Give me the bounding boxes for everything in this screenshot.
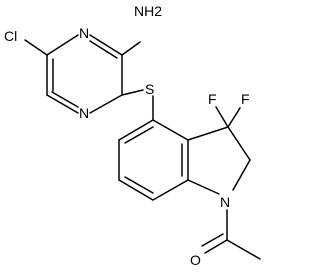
atom-label-n-bottom: N bbox=[79, 105, 89, 121]
bond-n4-c3-double bbox=[89, 40, 118, 59]
bond-n1-c6 bbox=[46, 94, 79, 114]
bond-c5-n4 bbox=[46, 34, 79, 56]
bond-carbonyl-o bbox=[204, 239, 228, 254]
atom-labels: Cl NH2 N N S F F N O bbox=[4, 3, 250, 268]
bond-carbonyl-methyl bbox=[226, 239, 261, 260]
atom-label-f2: F bbox=[241, 91, 250, 107]
bond-c7-c6-double bbox=[124, 176, 154, 194]
atom-label-nh2: NH2 bbox=[134, 3, 162, 19]
bond-c3a-c3 bbox=[187, 126, 229, 141]
atom-label-s: S bbox=[145, 81, 154, 97]
chemical-structure: Cl NH2 N N S F F N O bbox=[4, 3, 261, 268]
bond-c2b-n bbox=[232, 159, 251, 191]
atom-label-o: O bbox=[190, 252, 201, 268]
bond-c2-n1 bbox=[89, 94, 123, 114]
bond-c3-f1 bbox=[215, 106, 229, 128]
bond-c3-c2b bbox=[227, 126, 251, 161]
bond-c2-s bbox=[121, 89, 144, 96]
bond-c5b-c4 bbox=[118, 119, 154, 141]
atom-label-f1: F bbox=[208, 91, 217, 107]
bond-c3-nh2 bbox=[121, 41, 141, 56]
bond-c5-cl bbox=[24, 39, 48, 56]
bond-c4-c3a bbox=[152, 119, 189, 141]
atom-label-n-indoline: N bbox=[220, 194, 230, 210]
bond-c7a-n bbox=[187, 179, 220, 195]
bond-c5b-c4-double bbox=[124, 126, 154, 144]
atom-label-cl: Cl bbox=[4, 28, 17, 44]
bond-n4-c3 bbox=[89, 34, 123, 56]
bond-c3-f2 bbox=[227, 107, 241, 128]
atom-label-n-top: N bbox=[79, 25, 89, 41]
bond-carbonyl-o-double bbox=[201, 233, 224, 247]
bond-n1-c6-double bbox=[51, 91, 79, 108]
bond-c7-c6 bbox=[118, 179, 154, 201]
bond-c7a-c7 bbox=[152, 179, 189, 201]
bonds bbox=[24, 34, 261, 260]
